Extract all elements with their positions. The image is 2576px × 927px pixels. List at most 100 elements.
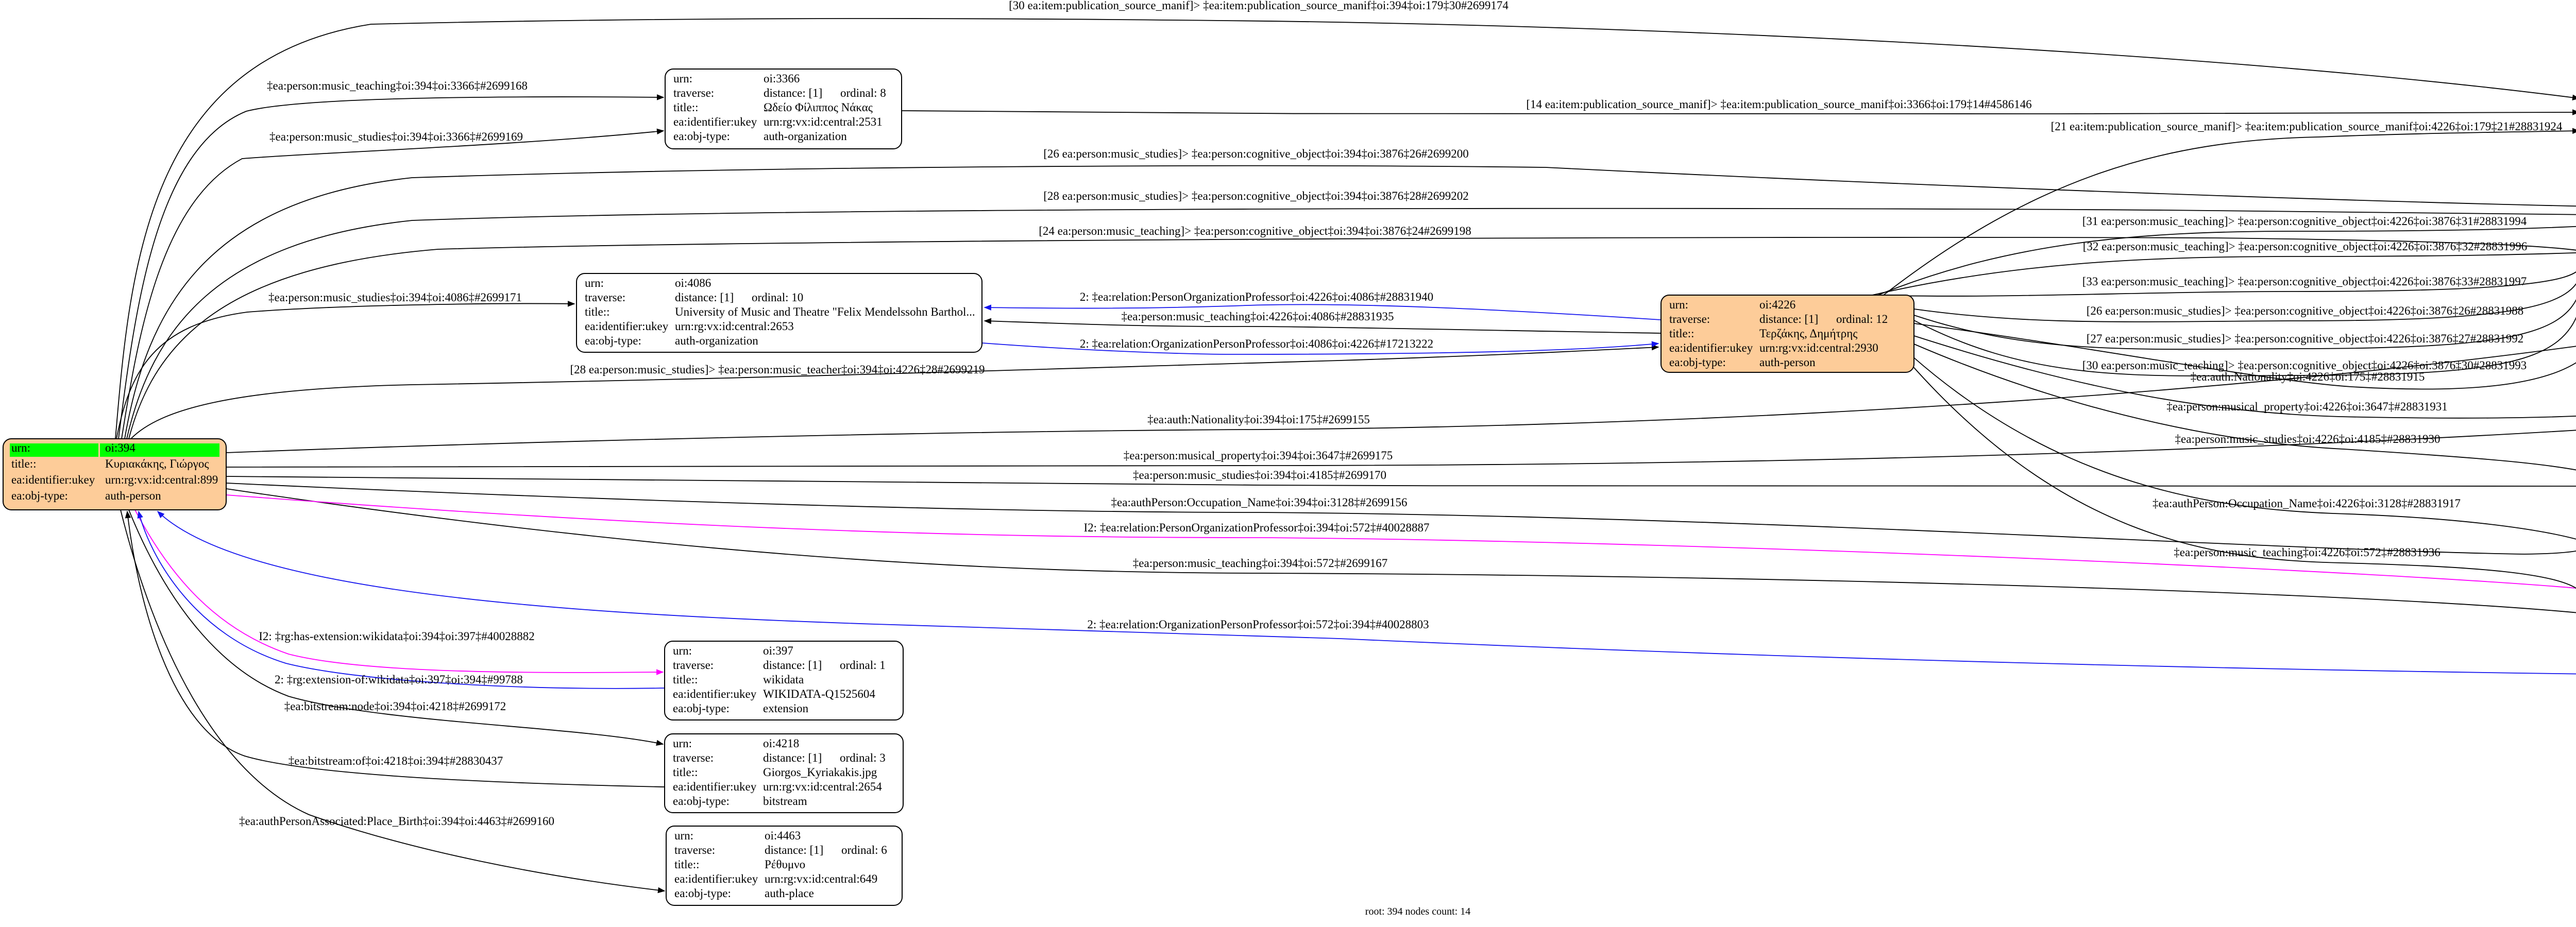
svg-text:‡ea:person:music_studies‡oi:39: ‡ea:person:music_studies‡oi:394‡oi:3366‡… bbox=[269, 130, 523, 143]
svg-text:title::: title:: bbox=[1669, 327, 1694, 340]
svg-text:oi:4226: oi:4226 bbox=[1759, 298, 1795, 311]
svg-text:ea:obj-type:: ea:obj-type: bbox=[1669, 356, 1726, 369]
svg-text:[26 ea:person:music_studies]>: [26 ea:person:music_studies]> ‡ea:person… bbox=[1043, 147, 1469, 160]
svg-text:title::: title:: bbox=[673, 101, 699, 114]
svg-text:ordinal: 8: ordinal: 8 bbox=[840, 87, 886, 99]
svg-text:‡ea:person:music_teaching‡oi:3: ‡ea:person:music_teaching‡oi:394‡oi:572‡… bbox=[1133, 557, 1387, 570]
svg-text:I2: ‡rg:has-extension:wikidata: I2: ‡rg:has-extension:wikidata‡oi:394‡oi… bbox=[259, 630, 535, 643]
svg-text:extension: extension bbox=[763, 702, 809, 715]
svg-text:ea:identifier:ukey: ea:identifier:ukey bbox=[673, 780, 757, 793]
svg-text:[24 ea:person:music_teaching]>: [24 ea:person:music_teaching]> ‡ea:perso… bbox=[1039, 225, 1471, 237]
svg-text:[21 ea:item:publication_source: [21 ea:item:publication_source_manif]> ‡… bbox=[2051, 120, 2563, 133]
svg-text:‡ea:person:music_studies‡oi:42: ‡ea:person:music_studies‡oi:4226‡oi:4185… bbox=[2175, 433, 2441, 445]
svg-text:title::: title:: bbox=[585, 305, 610, 318]
svg-text:‡ea:authPerson:Occupation_Name: ‡ea:authPerson:Occupation_Name‡oi:394‡oi… bbox=[1111, 496, 1408, 509]
svg-text:[28 ea:person:music_studies]>: [28 ea:person:music_studies]> ‡ea:person… bbox=[1043, 190, 1469, 202]
svg-text:urn:rg:vx:id:central:649: urn:rg:vx:id:central:649 bbox=[765, 872, 877, 885]
svg-text:[26 ea:person:music_studies]>: [26 ea:person:music_studies]> ‡ea:person… bbox=[2087, 304, 2524, 317]
svg-text:urn:: urn: bbox=[1669, 298, 1688, 311]
svg-text:ea:identifier:ukey: ea:identifier:ukey bbox=[673, 115, 757, 128]
svg-text:oi:4218: oi:4218 bbox=[763, 737, 799, 750]
svg-text:urn:rg:vx:id:central:2653: urn:rg:vx:id:central:2653 bbox=[675, 320, 794, 333]
svg-text:‡ea:auth:Nationality‡oi:394‡oi: ‡ea:auth:Nationality‡oi:394‡oi:175‡#2699… bbox=[1147, 413, 1370, 426]
svg-text:I2: ‡ea:relation:PersonOrganiz: I2: ‡ea:relation:PersonOrganizationProfe… bbox=[1084, 521, 1430, 534]
svg-text:auth-place: auth-place bbox=[765, 887, 814, 900]
svg-text:‡ea:authPersonAssociated:Place: ‡ea:authPersonAssociated:Place_Birth‡oi:… bbox=[239, 815, 554, 828]
svg-text:ea:obj-type:: ea:obj-type: bbox=[11, 489, 68, 502]
svg-text:auth-organization: auth-organization bbox=[764, 130, 847, 143]
svg-text:oi:4086: oi:4086 bbox=[675, 277, 711, 289]
svg-text:ordinal: 10: ordinal: 10 bbox=[752, 291, 803, 304]
svg-text:ea:obj-type:: ea:obj-type: bbox=[673, 795, 730, 808]
svg-text:‡ea:person:music_teaching‡oi:4: ‡ea:person:music_teaching‡oi:4226‡oi:408… bbox=[1122, 310, 1394, 323]
svg-text:2: ‡rg:extension-of:wikidata‡o: 2: ‡rg:extension-of:wikidata‡oi:397‡oi:3… bbox=[275, 673, 523, 686]
svg-text:traverse:: traverse: bbox=[674, 844, 715, 856]
svg-text:[33 ea:person:music_teaching]>: [33 ea:person:music_teaching]> ‡ea:perso… bbox=[2082, 275, 2527, 288]
svg-text:traverse:: traverse: bbox=[1669, 313, 1710, 325]
svg-text:ordinal: 1: ordinal: 1 bbox=[840, 659, 886, 672]
svg-text:[27 ea:person:music_studies]>: [27 ea:person:music_studies]> ‡ea:person… bbox=[2087, 332, 2524, 345]
svg-text:distance: [1]: distance: [1] bbox=[763, 751, 822, 764]
svg-text:oi:397: oi:397 bbox=[763, 644, 793, 657]
svg-text:ea:identifier:ukey: ea:identifier:ukey bbox=[11, 473, 95, 486]
svg-text:ea:obj-type:: ea:obj-type: bbox=[585, 334, 641, 347]
svg-text:distance: [1]: distance: [1] bbox=[1759, 313, 1818, 325]
svg-text:auth-person: auth-person bbox=[1759, 356, 1816, 369]
svg-text:‡ea:auth:Nationality‡oi:4226‡o: ‡ea:auth:Nationality‡oi:4226‡oi:175‡#288… bbox=[2191, 370, 2425, 383]
svg-text:‡ea:person:music_teaching‡oi:3: ‡ea:person:music_teaching‡oi:394‡oi:3366… bbox=[267, 79, 528, 92]
svg-text:[28 ea:person:music_studies]>: [28 ea:person:music_studies]> ‡ea:person… bbox=[570, 363, 985, 376]
svg-text:‡ea:person:music_studies‡oi:39: ‡ea:person:music_studies‡oi:394‡oi:4086‡… bbox=[268, 291, 522, 304]
svg-text:Ρέθυμνο: Ρέθυμνο bbox=[765, 858, 805, 871]
svg-text:oi:394: oi:394 bbox=[105, 441, 135, 454]
svg-text:ea:obj-type:: ea:obj-type: bbox=[674, 887, 731, 900]
svg-text:ea:obj-type:: ea:obj-type: bbox=[673, 702, 730, 715]
svg-text:auth-organization: auth-organization bbox=[675, 334, 758, 347]
svg-text:‡ea:bitstream:of‡oi:4218‡oi:39: ‡ea:bitstream:of‡oi:4218‡oi:394‡#2883043… bbox=[289, 754, 503, 767]
svg-text:urn:rg:vx:id:central:2654: urn:rg:vx:id:central:2654 bbox=[763, 780, 882, 793]
svg-text:title::: title:: bbox=[673, 673, 698, 686]
svg-text:University of Music and Theatr: University of Music and Theatre "Felix M… bbox=[675, 305, 975, 318]
svg-text:‡ea:bitstream:node‡oi:394‡oi:4: ‡ea:bitstream:node‡oi:394‡oi:4218‡#26991… bbox=[284, 700, 506, 713]
svg-text:urn:: urn: bbox=[11, 441, 30, 454]
svg-text:2: ‡ea:relation:OrganizationPe: 2: ‡ea:relation:OrganizationPersonProfes… bbox=[1080, 337, 1433, 350]
svg-text:urn:rg:vx:id:central:2531: urn:rg:vx:id:central:2531 bbox=[764, 115, 883, 128]
svg-text:oi:4463: oi:4463 bbox=[765, 829, 801, 842]
svg-text:oi:3366: oi:3366 bbox=[764, 72, 800, 85]
svg-text:Ωδείο Φίλιππος Νάκας: Ωδείο Φίλιππος Νάκας bbox=[764, 101, 873, 114]
svg-text:2: ‡ea:relation:OrganizationPe: 2: ‡ea:relation:OrganizationPersonProfes… bbox=[1087, 618, 1429, 631]
svg-text:urn:rg:vx:id:central:899: urn:rg:vx:id:central:899 bbox=[105, 473, 218, 486]
svg-text:‡ea:authPerson:Occupation_Name: ‡ea:authPerson:Occupation_Name‡oi:4226‡o… bbox=[2153, 497, 2461, 510]
svg-text:traverse:: traverse: bbox=[673, 751, 714, 764]
svg-text:urn:: urn: bbox=[673, 72, 692, 85]
svg-text:traverse:: traverse: bbox=[673, 659, 714, 672]
svg-text:ea:identifier:ukey: ea:identifier:ukey bbox=[585, 320, 669, 333]
svg-text:[14 ea:item:publication_source: [14 ea:item:publication_source_manif]> ‡… bbox=[1526, 98, 2031, 111]
svg-text:title::: title:: bbox=[674, 858, 700, 871]
svg-text:traverse:: traverse: bbox=[673, 87, 714, 99]
svg-text:‡ea:person:music_studies‡oi:39: ‡ea:person:music_studies‡oi:394‡oi:4185‡… bbox=[1133, 469, 1386, 482]
svg-text:[30 ea:item:publication_source: [30 ea:item:publication_source_manif]> ‡… bbox=[1009, 0, 1509, 12]
svg-text:bitstream: bitstream bbox=[763, 795, 807, 808]
svg-text:Τερζάκης, Δημήτρης: Τερζάκης, Δημήτρης bbox=[1759, 327, 1857, 340]
svg-text:‡ea:person:musical_property‡oi: ‡ea:person:musical_property‡oi:4226‡oi:3… bbox=[2166, 400, 2448, 413]
svg-text:[31 ea:person:music_teaching]>: [31 ea:person:music_teaching]> ‡ea:perso… bbox=[2082, 215, 2527, 228]
svg-text:ea:obj-type:: ea:obj-type: bbox=[673, 130, 730, 143]
svg-text:root: 394 nodes count: 14: root: 394 nodes count: 14 bbox=[1365, 906, 1470, 917]
svg-text:ea:identifier:ukey: ea:identifier:ukey bbox=[673, 688, 757, 700]
svg-text:distance: [1]: distance: [1] bbox=[764, 87, 822, 99]
svg-text:ordinal: 6: ordinal: 6 bbox=[841, 844, 887, 856]
svg-text:urn:: urn: bbox=[673, 644, 692, 657]
svg-text:ordinal: 3: ordinal: 3 bbox=[840, 751, 886, 764]
svg-text:urn:rg:vx:id:central:2930: urn:rg:vx:id:central:2930 bbox=[1759, 341, 1878, 354]
svg-text:auth-person: auth-person bbox=[105, 489, 161, 502]
svg-text:Κυριακάκης, Γιώργος: Κυριακάκης, Γιώργος bbox=[105, 457, 209, 470]
svg-text:distance: [1]: distance: [1] bbox=[765, 844, 823, 856]
svg-text:traverse:: traverse: bbox=[585, 291, 625, 304]
svg-text:wikidata: wikidata bbox=[763, 673, 804, 686]
svg-text:ea:identifier:ukey: ea:identifier:ukey bbox=[674, 872, 758, 885]
svg-text:urn:: urn: bbox=[674, 829, 693, 842]
svg-text:[32 ea:person:music_teaching]>: [32 ea:person:music_teaching]> ‡ea:perso… bbox=[2083, 240, 2528, 253]
svg-text:title::: title:: bbox=[673, 766, 698, 779]
svg-text:ordinal: 12: ordinal: 12 bbox=[1836, 313, 1888, 325]
svg-text:distance: [1]: distance: [1] bbox=[763, 659, 822, 672]
